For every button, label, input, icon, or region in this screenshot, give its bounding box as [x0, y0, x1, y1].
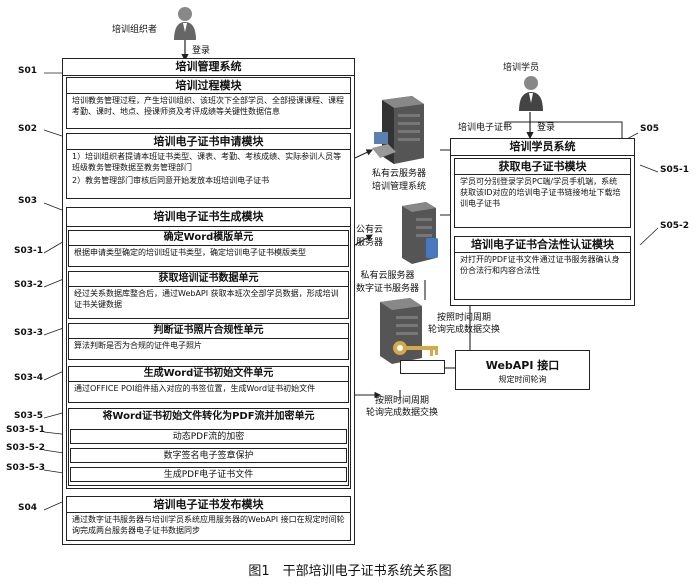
unit-template-title: 确定Word模版单元 [69, 231, 348, 246]
student-avatar [518, 75, 544, 111]
public-server-icon [396, 202, 442, 264]
process-module: 培训过程模块 培训教务管理过程，产生培训组织、该班次下全部学员、全部授课课程、课… [66, 77, 351, 129]
step-s05-2: S05-2 [660, 221, 690, 231]
step-s05-1: S05-1 [660, 165, 690, 175]
unit-word-desc: 通过OFFICE POI组件插入对应的书签位置，生成Word证书初始文件 [74, 384, 316, 393]
unit-template-desc: 根据申请类型确定的培训班证书类型，确定培训电子证书模版类型 [74, 248, 306, 257]
step-s03-3: S03-3 [14, 328, 44, 338]
get-cert-desc: 学员可分别登录学员PC端/学员手机端，系统获取该ID对应的培训电子证书链接地址下… [460, 177, 621, 208]
figure-caption: 图1 干部培训电子证书系统关系图 [248, 564, 452, 579]
sync-top-label: 按照时间周期 轮询完成数据交换 [428, 313, 501, 335]
step-s03-4: S03-4 [14, 373, 44, 383]
gen-unit-photo: 判断证书照片合规性单元 算法判断是否为合规的证件电子照片 [68, 323, 349, 360]
verify-module: 培训电子证书合法性认证模块 对打开的PDF证书文件通过证书服务器确认身份合法行和… [454, 236, 631, 300]
apply-item1: 1）培训组织者提请本班证书类型、课表、考勤、考核成绩、实际参训人员等班级教务管理… [72, 152, 342, 172]
pdf-sub-generate: 生成PDF电子证书文件 [70, 467, 347, 482]
sync-bottom-label: 按照时间周期 轮询完成数据交换 [366, 396, 439, 418]
apply-module: 培训电子证书申请模块 1）培训组织者提请本班证书类型、课表、考勤、考核成绩、实际… [66, 133, 351, 199]
webapi-sub: 规定时间轮询 [498, 375, 547, 384]
pdf-sub-encrypt: 动态PDF流的加密 [70, 429, 347, 444]
publish-desc: 通过数字证书服务器与培训学员系统应用服务器的WebAPI 接口在规定时间轮询完成… [72, 515, 345, 535]
step-s03-5-2: S03-5-2 [6, 443, 46, 453]
student-label: 培训学员 [503, 63, 540, 73]
cert-connector [504, 121, 623, 138]
mgmt-title: 培训管理系统 [63, 59, 354, 76]
cert-label: 培训电子证书 [458, 123, 513, 133]
step-s03: S03 [18, 196, 38, 206]
private-server-mgmt-label: 私有云服务器 培训管理系统 [372, 169, 427, 192]
webapi-title: WebAPI 接口 [485, 359, 560, 372]
trainer-avatar [172, 6, 198, 40]
publish-module: 培训电子证书发布模块 通过数字证书服务器与培训学员系统应用服务器的WebAPI … [66, 496, 351, 541]
step-s03-1: S03-1 [14, 246, 44, 256]
step-s01: S01 [18, 66, 38, 76]
process-title: 培训过程模块 [67, 78, 350, 94]
verify-desc: 对打开的PDF证书文件通过证书服务器确认身份合法行和内容合法性 [460, 255, 620, 275]
private-cert-server-label: 私有云服务器 数字证书服务器 [356, 271, 420, 294]
gen-unit-word: 生成Word证书初始文件单元 通过OFFICE POI组件插入对应的书签位置，生… [68, 366, 349, 403]
gen-title: 培训电子证书生成模块 [67, 208, 350, 227]
unit-pdf-title: 将Word证书初始文件转化为PDF流并加密单元 [102, 411, 315, 422]
trainer-login-label: 登录 [192, 46, 211, 56]
step-s05: S05 [640, 124, 660, 134]
gen-unit-template: 确定Word模版单元 根据申请类型确定的培训班证书类型，确定培训电子证书模版类型 [68, 230, 349, 267]
get-cert-title: 获取电子证书模块 [455, 159, 630, 175]
trainer-label: 培训组织者 [112, 25, 158, 35]
gen-unit-data: 获取培训证书数据单元 经过关系数据库整合后，通过WebAPI 获取本班次全部学员… [68, 271, 349, 319]
student-login-label: 登录 [537, 123, 556, 133]
get-cert-module: 获取电子证书模块 学员可分别登录学员PC端/学员手机端，系统获取该ID对应的培训… [454, 158, 631, 228]
step-s03-2: S03-2 [14, 280, 44, 290]
step-s04: S04 [18, 503, 38, 513]
step-s03-5-1: S03-5-1 [6, 425, 46, 435]
key-icon [392, 336, 442, 360]
public-server-label: 公有云 服务器 [356, 225, 384, 248]
unit-photo-desc: 算法判断是否为合规的证件电子照片 [74, 341, 202, 350]
apply-title: 培训电子证书申请模块 [67, 134, 350, 150]
step-s02: S02 [18, 124, 38, 134]
step-s03-5-3: S03-5-3 [6, 463, 46, 473]
publish-title: 培训电子证书发布模块 [67, 497, 350, 513]
pdf-sub-signature: 数字签名电子签章保护 [70, 448, 347, 463]
process-desc: 培训教务管理过程，产生培训组织、该班次下全部学员、全部授课课程、课程考勤、课时、… [72, 96, 344, 116]
unit-data-desc: 经过关系数据库整合后，通过WebAPI 获取本班次全部学员数据，形成培训证书关键… [74, 289, 339, 309]
private-server-mgmt-icon [372, 96, 428, 164]
unit-word-title: 生成Word证书初始文件单元 [69, 367, 348, 382]
step-s03-5: S03-5 [14, 411, 44, 421]
apply-item2: 2）教务管理部门审核后同意开始发放本班培训电子证书 [72, 176, 270, 185]
webapi-box: WebAPI 接口 规定时间轮询 [455, 350, 590, 390]
unit-data-title: 获取培训证书数据单元 [69, 272, 348, 287]
unit-photo-title: 判断证书照片合规性单元 [69, 324, 348, 339]
webapi-left-box [400, 360, 445, 374]
student-sys-title: 培训学员系统 [451, 139, 634, 156]
verify-title: 培训电子证书合法性认证模块 [455, 237, 630, 253]
